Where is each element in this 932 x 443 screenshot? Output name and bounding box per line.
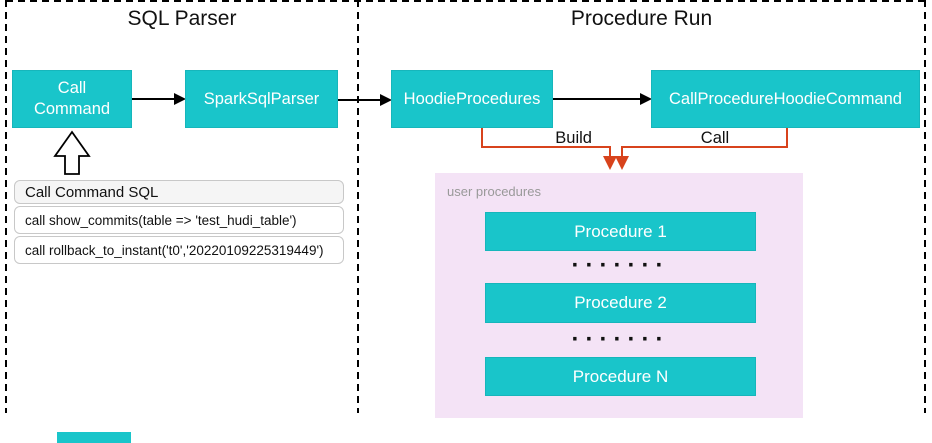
call-connector-arrow	[615, 128, 788, 170]
sparksqlparser-node: SparkSqlParser	[185, 70, 338, 128]
dashed-frame	[5, 0, 926, 413]
user-procedures-label: user procedures	[447, 184, 541, 199]
build-edge-label: Build	[555, 129, 592, 147]
callprocedurehoodiecommand-node: CallProcedureHoodieCommand	[651, 70, 920, 128]
procedure-1-node: Procedure 1	[485, 212, 756, 251]
call-command-node: Call Command	[12, 70, 132, 128]
arrow-callcommand-to-sparksqlparser	[132, 93, 186, 105]
cropped-bottom-node	[57, 432, 131, 443]
hoodieprocedures-node: HoodieProcedures	[391, 70, 553, 128]
build-connector-arrow	[481, 128, 617, 170]
hollow-up-arrow	[53, 130, 91, 175]
arrow-hoodieprocedures-to-callprocedurehoodiecommand	[553, 93, 652, 105]
sql-parser-section-title: SQL Parser	[127, 7, 237, 30]
sql-example-rollback-to-instant: call rollback_to_instant('t0','202201092…	[14, 236, 344, 264]
procedure-2-node: Procedure 2	[485, 283, 756, 323]
ellipsis-dots: ·······	[571, 252, 670, 279]
procedure-n-node: Procedure N	[485, 357, 756, 396]
sql-example-show-commits: call show_commits(table => 'test_hudi_ta…	[14, 206, 344, 234]
call-command-sql-header: Call Command SQL	[14, 180, 344, 204]
procedure-run-section-title: Procedure Run	[570, 7, 713, 30]
user-procedures-container: user procedures Procedure 1 ······· Proc…	[435, 173, 803, 418]
arrow-sparksqlparser-to-hoodieprocedures	[338, 94, 392, 106]
call-edge-label: Call	[700, 129, 730, 147]
ellipsis-dots: ·······	[571, 326, 670, 353]
